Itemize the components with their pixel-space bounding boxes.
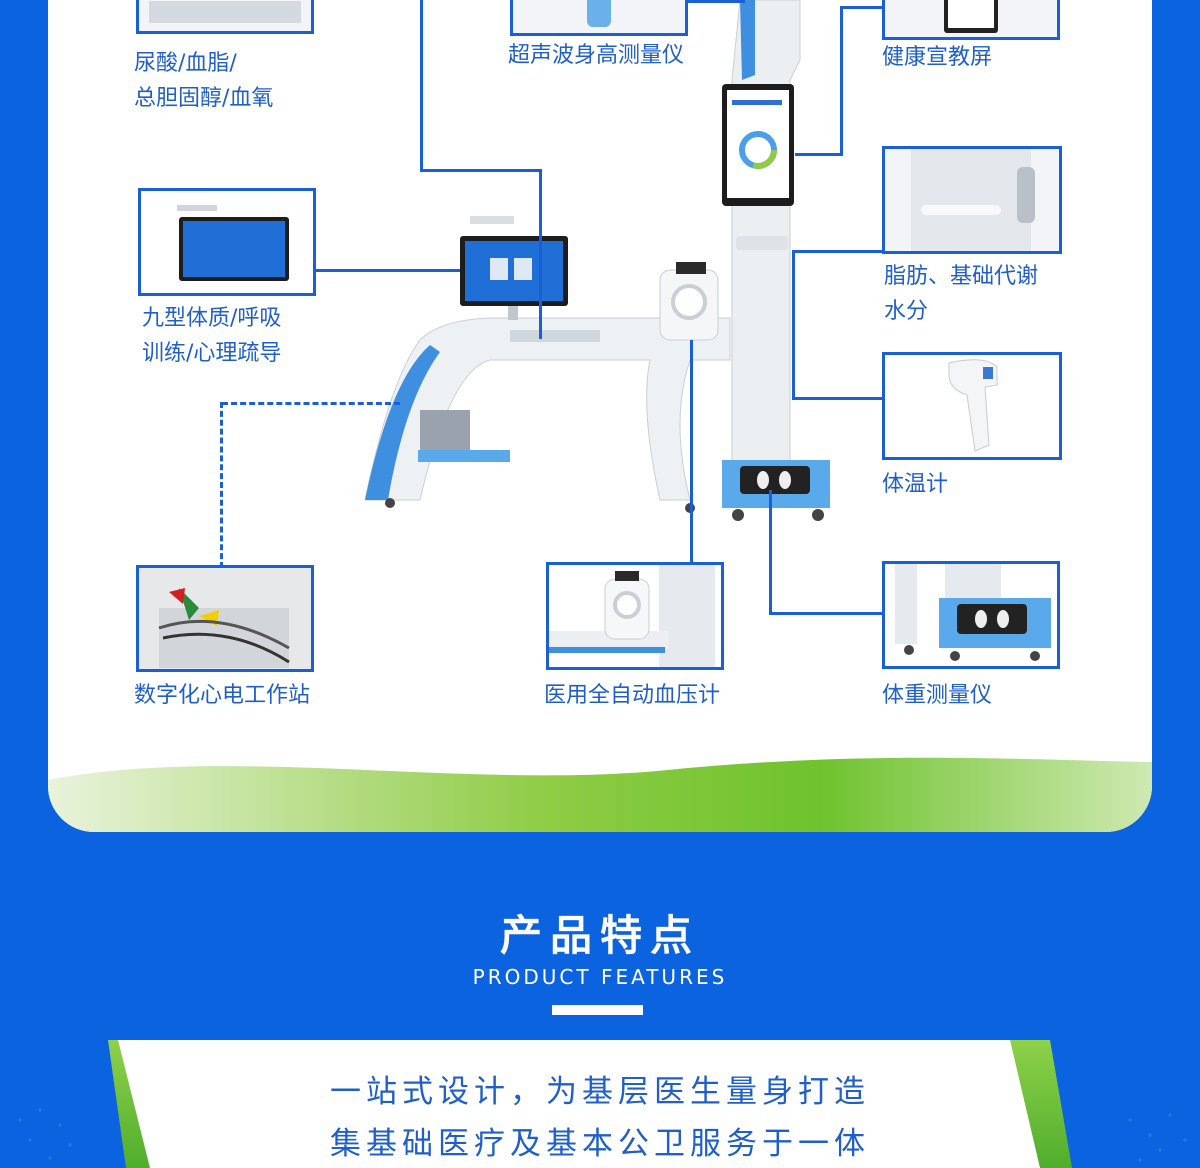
connector-line bbox=[539, 169, 542, 339]
section-subtitle: PRODUCT FEATURES bbox=[472, 965, 728, 989]
connector-line bbox=[840, 6, 884, 9]
health-screen-image bbox=[882, 0, 1060, 40]
connector-line bbox=[420, 0, 423, 172]
section-title: 产品特点 bbox=[499, 911, 700, 960]
label-blood-pressure: 医用全自动血压计 bbox=[544, 683, 721, 708]
ecg-electrodes-icon bbox=[139, 568, 311, 669]
connector-dashed bbox=[222, 402, 400, 405]
thermometer-icon bbox=[948, 359, 998, 452]
label-constitution: 九型体质/呼吸 训练/心理疏导 bbox=[142, 301, 281, 371]
slogan-band bbox=[18, 1040, 1187, 1168]
label-uric-acid: 尿酸/血脂/ 总胆固醇/血氧 bbox=[134, 46, 273, 116]
label-line: 脂肪、基础代谢 bbox=[884, 264, 1039, 289]
ultrasonic-height-image bbox=[510, 0, 688, 36]
health-kiosk-illustration bbox=[364, 0, 830, 521]
thermometer-image bbox=[882, 352, 1062, 460]
connector-line bbox=[690, 340, 693, 562]
connector-line bbox=[420, 169, 542, 172]
label-weight: 体重测量仪 bbox=[882, 683, 993, 708]
green-wave bbox=[48, 757, 1152, 832]
label-ecg: 数字化心电工作站 bbox=[134, 683, 311, 708]
weight-scale-icon bbox=[895, 564, 1051, 661]
connector-line bbox=[792, 250, 795, 400]
constitution-image bbox=[138, 188, 316, 296]
weight-scale-image bbox=[882, 561, 1060, 669]
connector-line bbox=[769, 612, 884, 615]
connector-line bbox=[840, 6, 843, 156]
label-line: 九型体质/呼吸 bbox=[142, 306, 282, 331]
label-ultrasonic-height: 超声波身高测量仪 bbox=[508, 43, 685, 68]
uric-acid-image bbox=[136, 0, 314, 34]
connector-dashed bbox=[220, 402, 223, 568]
connector-line bbox=[685, 0, 745, 3]
label-line: 总胆固醇/血氧 bbox=[134, 86, 274, 111]
label-line: 尿酸/血脂/ bbox=[134, 51, 237, 76]
blood-pressure-monitor-icon bbox=[549, 565, 715, 667]
connector-line bbox=[769, 490, 772, 615]
connector-line bbox=[792, 397, 884, 400]
label-health-screen: 健康宣教屏 bbox=[882, 45, 993, 70]
connector-line bbox=[315, 269, 460, 272]
blood-pressure-image bbox=[546, 562, 724, 670]
title-underline bbox=[552, 1005, 643, 1015]
connector-line bbox=[795, 153, 843, 156]
slogan-line-1: 一站式设计，为基层医生量身打造 bbox=[330, 1074, 870, 1110]
slogan-line-2: 集基础医疗及基本公卫服务于一体 bbox=[330, 1126, 870, 1162]
label-thermometer: 体温计 bbox=[882, 472, 949, 497]
connector-line bbox=[792, 250, 884, 253]
label-line: 训练/心理疏导 bbox=[142, 341, 282, 366]
label-body-fat: 脂肪、基础代谢 水分 bbox=[884, 259, 1038, 329]
ecg-image bbox=[136, 565, 314, 672]
label-line: 水分 bbox=[884, 299, 929, 324]
body-fat-image bbox=[882, 146, 1062, 254]
